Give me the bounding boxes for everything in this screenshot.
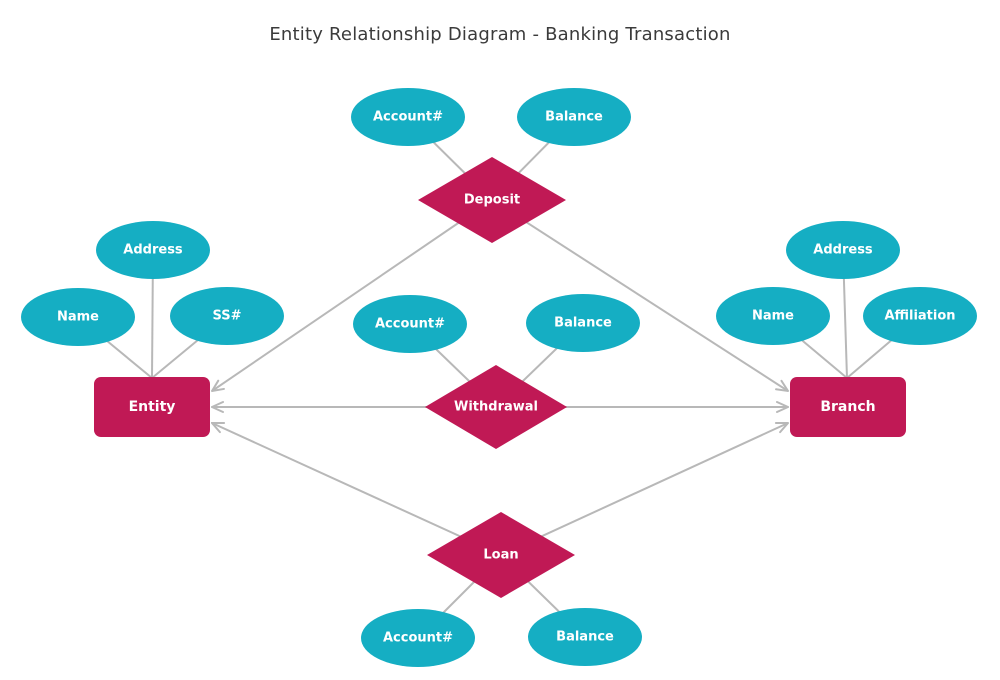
node-entity-name (21, 288, 135, 346)
branch-name-label: Name (752, 309, 794, 324)
branch-label: Branch (820, 399, 875, 415)
withdrawal-account-label: Account# (375, 317, 445, 332)
node-loan (427, 512, 575, 598)
node-withdrawal-account (353, 295, 467, 353)
loan-account-label: Account# (383, 631, 453, 646)
diagram-title: Entity Relationship Diagram - Banking Tr… (269, 24, 731, 45)
node-entity-address (96, 221, 210, 279)
edge-deposit-branch (491, 199, 788, 391)
node-branch-name (716, 287, 830, 345)
edge-deposit-entity (212, 199, 493, 391)
node-loan-balance (528, 608, 642, 666)
entity-label: Entity (129, 399, 176, 415)
loan-label: Loan (483, 548, 518, 563)
deposit-balance-label: Balance (545, 110, 603, 125)
edge-loan-branch (500, 423, 788, 556)
withdrawal-label: Withdrawal (454, 400, 538, 415)
withdrawal-balance-label: Balance (554, 316, 612, 331)
edge-loan-entity (212, 423, 502, 556)
deposit-label: Deposit (464, 193, 520, 208)
entity-name-label: Name (57, 310, 99, 325)
node-entity (94, 377, 210, 437)
node-deposit-balance (517, 88, 631, 146)
entity-ss-label: SS# (212, 309, 241, 324)
entity-address-label: Address (123, 243, 183, 258)
branch-affiliation-label: Affiliation (884, 309, 955, 324)
node-withdrawal (425, 365, 567, 449)
deposit-account-label: Account# (373, 110, 443, 125)
node-withdrawal-balance (526, 294, 640, 352)
node-entity-ss (170, 287, 284, 345)
node-deposit (418, 157, 566, 243)
branch-address-label: Address (813, 243, 873, 258)
node-branch-affiliation (863, 287, 977, 345)
node-branch (790, 377, 906, 437)
node-deposit-account (351, 88, 465, 146)
node-branch-address (786, 221, 900, 279)
loan-balance-label: Balance (556, 630, 614, 645)
node-loan-account (361, 609, 475, 667)
